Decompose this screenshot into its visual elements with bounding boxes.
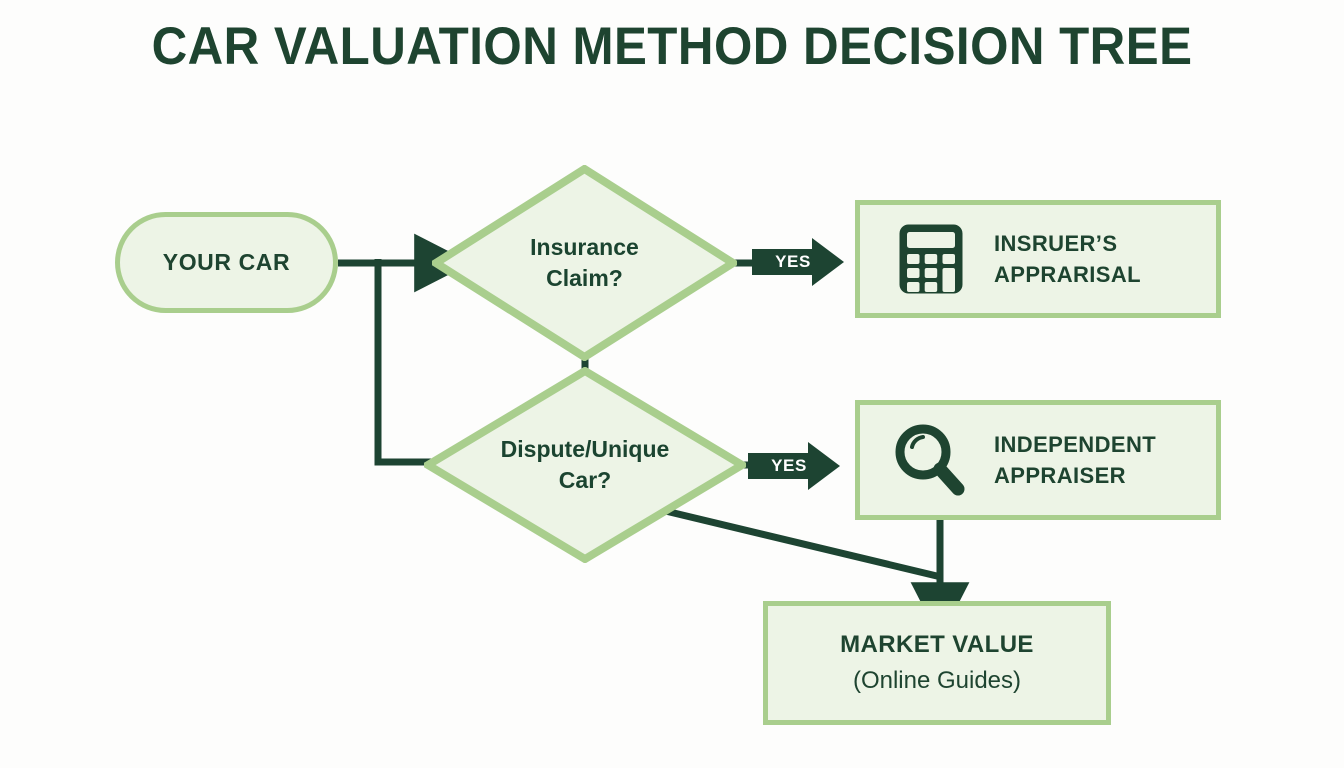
- yes-arrow-shape: [748, 442, 840, 490]
- yes-label: YES: [771, 456, 807, 475]
- edge-start-to-dispute: [374, 259, 432, 466]
- node-insurers-appraisal-line2: APPRARISAL: [994, 262, 1142, 287]
- node-independent-appraiser-line1: INDEPENDENT: [994, 431, 1157, 457]
- node-dispute-unique-car-line1: Dispute/Unique: [500, 435, 670, 462]
- node-independent-appraiser[interactable]: INDEPENDENT APPRAISER: [855, 400, 1221, 520]
- node-dispute-unique-car-decision[interactable]: Dispute/Unique Car?: [424, 367, 746, 563]
- node-your-car[interactable]: YOUR CAR: [115, 212, 338, 313]
- edge-dispute-to-market: [652, 504, 942, 581]
- node-insurers-appraisal-line1: INSRUER’S: [994, 230, 1118, 256]
- magnifier-icon: [892, 421, 968, 499]
- yes-arrow-shape: [752, 238, 844, 286]
- node-insurance-claim-decision[interactable]: Insurance Claim?: [432, 165, 737, 361]
- yes-label: YES: [775, 252, 811, 271]
- node-your-car-label: YOUR CAR: [162, 249, 291, 275]
- diamond-shape: [424, 367, 746, 563]
- node-insurance-claim-label: Insurance Claim?: [466, 232, 704, 294]
- node-insurance-claim-line2: Claim?: [546, 265, 623, 291]
- page-title: CAR VALUATION METHOD DECISION TREE: [151, 17, 1193, 76]
- node-independent-appraiser-line2: APPRAISER: [994, 463, 1126, 488]
- node-insurance-claim-line1: Insurance: [530, 233, 639, 260]
- node-dispute-unique-car-label: Dispute/Unique Car?: [459, 434, 710, 496]
- node-market-value[interactable]: MARKET VALUE (Online Guides): [763, 601, 1111, 725]
- diamond-shape: [432, 165, 737, 361]
- node-dispute-unique-car-line2: Car?: [558, 467, 612, 493]
- node-independent-appraiser-label: INDEPENDENT APPRAISER: [994, 429, 1156, 491]
- node-market-value-label: MARKET VALUE: [840, 631, 1034, 659]
- edge-label-yes-insurance: YES: [752, 238, 844, 286]
- node-insurers-appraisal-label: INSRUER’S APPRARISAL: [994, 228, 1141, 290]
- node-market-value-sublabel: (Online Guides): [852, 667, 1022, 695]
- calculator-icon: [898, 223, 964, 295]
- edge-label-yes-dispute: YES: [748, 442, 840, 490]
- node-insurers-appraisal[interactable]: INSRUER’S APPRARISAL: [855, 200, 1221, 318]
